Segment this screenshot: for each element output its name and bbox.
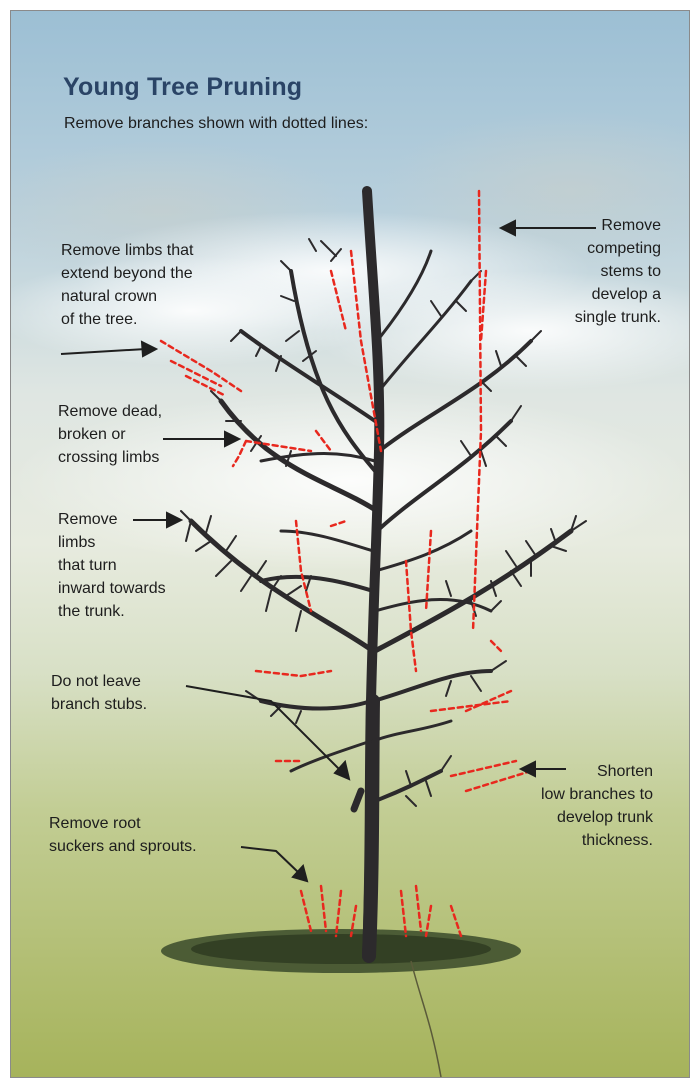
label-inward: Remove limbs that turn inward towards th… [58,508,166,623]
label-root-suckers: Remove root suckers and sprouts. [49,812,197,858]
label-stubs: Do not leave branch stubs. [51,670,147,716]
illustration-frame: Young Tree Pruning Remove branches shown… [10,10,690,1078]
label-low-branches: Shorten low branches to develop trunk th… [541,760,653,852]
diagram-title: Young Tree Pruning [63,73,302,102]
label-competing-stems: Remove competing stems to develop a sing… [575,214,661,329]
label-dead-broken: Remove dead, broken or crossing limbs [58,400,162,469]
label-beyond-crown: Remove limbs that extend beyond the natu… [61,239,194,331]
diagram-subtitle: Remove branches shown with dotted lines: [64,115,368,133]
